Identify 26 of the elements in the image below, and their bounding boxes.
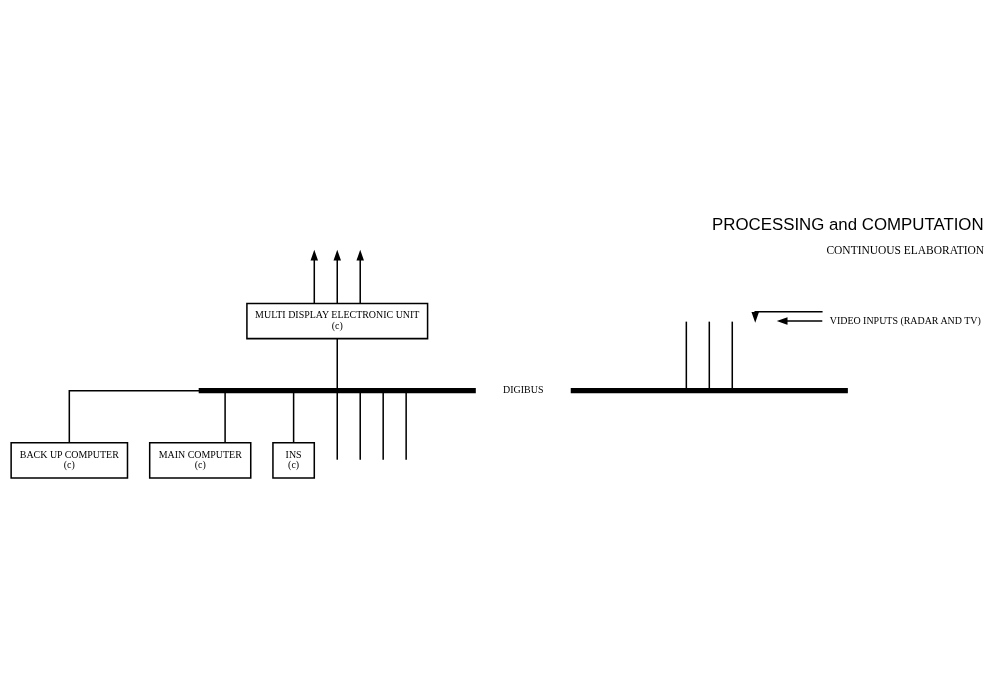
node-box: MAIN COMPUTER (c) xyxy=(148,441,252,479)
arrow xyxy=(356,249,364,304)
connector xyxy=(224,391,226,444)
diagram-title: PROCESSING and COMPUTATION xyxy=(712,214,984,234)
connector xyxy=(68,389,201,444)
label: CONTINUOUS ELABORATION xyxy=(826,244,985,257)
connector xyxy=(359,391,361,461)
connector xyxy=(336,338,338,390)
connector xyxy=(405,391,407,461)
arrow xyxy=(776,317,824,325)
connector xyxy=(336,391,338,461)
node-box: MULTI DISPLAY ELECTRONIC UNIT (c) xyxy=(246,302,429,340)
node-box: INS (c) xyxy=(272,441,316,479)
connector xyxy=(382,391,384,461)
connector xyxy=(685,320,688,390)
node-text: VIDEO INPUTS (RADAR AND TV) xyxy=(829,314,981,326)
arrow xyxy=(310,249,319,304)
arrow xyxy=(333,249,341,304)
connector xyxy=(731,320,734,390)
connector xyxy=(292,391,295,444)
node-bar xyxy=(198,388,476,394)
node-box: BACK UP COMPUTER (c) xyxy=(10,441,129,479)
node-bar xyxy=(570,388,848,394)
connector xyxy=(708,320,711,390)
arrow xyxy=(751,311,824,323)
node-label: DIGIBUS xyxy=(503,384,544,396)
